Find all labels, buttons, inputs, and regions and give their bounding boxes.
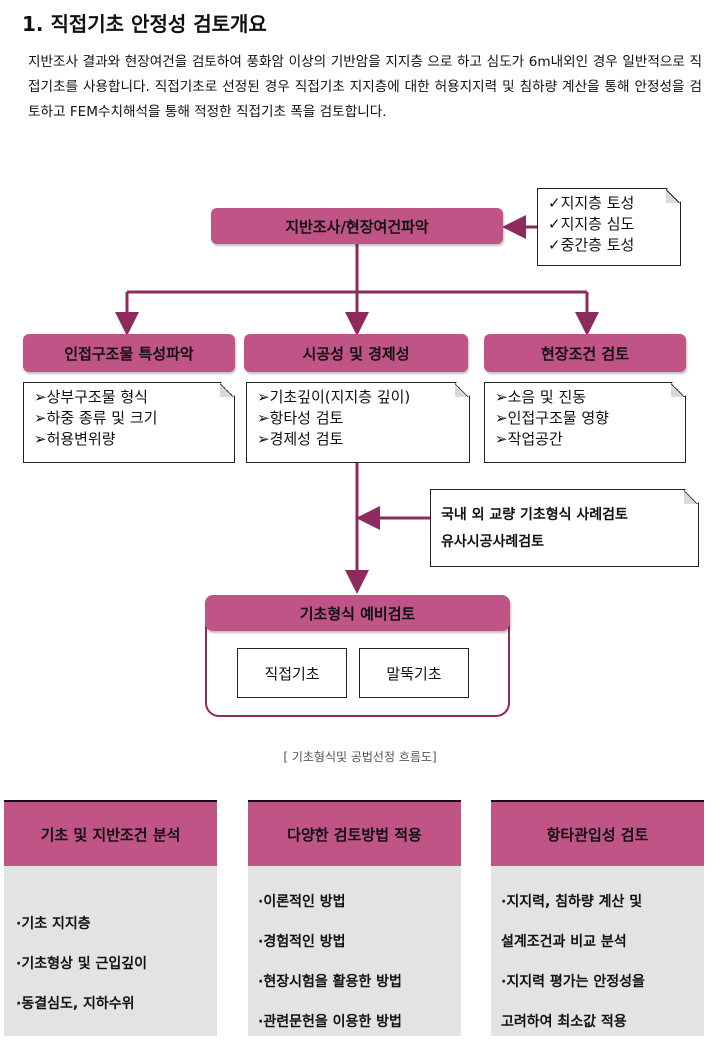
card-item: ·지지력, 침하량 계산 및 bbox=[501, 894, 643, 910]
note-item: ✓중간층 토성 bbox=[548, 236, 635, 254]
top-note: ✓지지층 토성 ✓지지층 심도 ✓중간층 토성 bbox=[537, 188, 681, 266]
page-title: 1. 직접기초 안정성 검토개요 bbox=[22, 12, 267, 36]
card-item: ·동결심도, 지하수위 bbox=[16, 996, 135, 1012]
case-review-note: 국내 외 교량 기초형식 사례검토 유사시공사례검토 bbox=[430, 489, 699, 567]
card-item: ·기초 지지층 bbox=[16, 916, 91, 932]
branch-note-constructability: ➢기초깊이(지지층 깊이) ➢항타성 검토 ➢경제성 검토 bbox=[246, 382, 470, 463]
top-process-box: 지반조사/현장여건파악 bbox=[211, 208, 503, 244]
branch-note-site: ➢소음 및 진동 ➢인접구조물 영향 ➢작업공간 bbox=[484, 382, 686, 463]
note-item: ➢허용변위량 bbox=[34, 430, 116, 448]
card-header-drivability: 항타관입성 검토 bbox=[491, 800, 704, 866]
branch-label: 인접구조물 특성파악 bbox=[64, 344, 194, 363]
card-body-analysis: ·기초 지지층 ·기초형상 및 근입깊이 ·동결심도, 지하수위 bbox=[4, 866, 217, 1036]
option-pile-foundation: 말뚝기초 bbox=[359, 648, 469, 698]
card-item: ·경험적인 방법 bbox=[258, 934, 346, 950]
note-item: 국내 외 교량 기초형식 사례검토 bbox=[441, 507, 628, 523]
card-title: 다양한 검토방법 적용 bbox=[287, 825, 422, 844]
branch-label: 시공성 및 경제성 bbox=[302, 344, 410, 363]
note-item: ➢경제성 검토 bbox=[257, 430, 344, 448]
note-item: 유사시공사례검토 bbox=[441, 534, 545, 550]
card-item: ·기초형상 및 근입깊이 bbox=[16, 956, 147, 972]
note-item: ➢하중 종류 및 크기 bbox=[34, 409, 158, 427]
card-body-methods: ·이론적인 방법 ·경험적인 방법 ·현장시험을 활용한 방법 ·관련문헌을 이… bbox=[248, 866, 461, 1036]
card-item: ·이론적인 방법 bbox=[258, 894, 346, 910]
branch-box-constructability: 시공성 및 경제성 bbox=[244, 334, 468, 372]
note-item: ➢항타성 검토 bbox=[257, 409, 344, 427]
top-process-label: 지반조사/현장여건파악 bbox=[285, 217, 429, 236]
branch-label: 현장조건 검토 bbox=[540, 344, 630, 363]
intro-paragraph: 지반조사 결과와 현장여건을 검토하여 풍화암 이상의 기반암을 지지층 으로 … bbox=[28, 54, 702, 120]
figure-caption: [ 기초형식및 공법선정 흐름도] bbox=[283, 750, 437, 764]
final-process-box: 기초형식 예비검토 bbox=[205, 595, 510, 631]
card-item: 고려하여 최소값 적용 bbox=[501, 1014, 627, 1030]
note-item: ➢상부구조물 형식 bbox=[34, 388, 148, 406]
card-item: ·지지력 평가는 안정성을 bbox=[501, 974, 645, 990]
card-item: 설계조건과 비교 분석 bbox=[501, 934, 627, 950]
note-item: ✓지지층 토성 bbox=[548, 194, 635, 212]
branch-box-site: 현장조건 검토 bbox=[484, 334, 686, 372]
option-direct-foundation: 직접기초 bbox=[237, 648, 347, 698]
note-item: ✓지지층 심도 bbox=[548, 215, 635, 233]
card-item: ·관련문헌을 이용한 방법 bbox=[258, 1014, 402, 1030]
option-label: 직접기초 bbox=[264, 664, 320, 683]
branch-note-adjacent: ➢상부구조물 형식 ➢하중 종류 및 크기 ➢허용변위량 bbox=[23, 382, 235, 463]
final-process-label: 기초형식 예비검토 bbox=[299, 604, 416, 623]
card-title: 항타관입성 검토 bbox=[546, 825, 649, 844]
card-header-methods: 다양한 검토방법 적용 bbox=[248, 800, 461, 866]
branch-box-adjacent: 인접구조물 특성파악 bbox=[23, 334, 235, 372]
note-item: ➢작업공간 bbox=[495, 430, 563, 448]
card-title: 기초 및 지반조건 분석 bbox=[40, 825, 181, 844]
note-item: ➢인접구조물 영향 bbox=[495, 409, 609, 427]
note-item: ➢소음 및 진동 bbox=[495, 388, 587, 406]
flow-connectors bbox=[115, 215, 599, 594]
note-item: ➢기초깊이(지지층 깊이) bbox=[257, 388, 411, 406]
card-header-analysis: 기초 및 지반조건 분석 bbox=[4, 800, 217, 866]
card-item: ·현장시험을 활용한 방법 bbox=[258, 974, 402, 990]
card-body-drivability: ·지지력, 침하량 계산 및 설계조건과 비교 분석 ·지지력 평가는 안정성을… bbox=[491, 866, 704, 1036]
option-label: 말뚝기초 bbox=[386, 664, 442, 683]
